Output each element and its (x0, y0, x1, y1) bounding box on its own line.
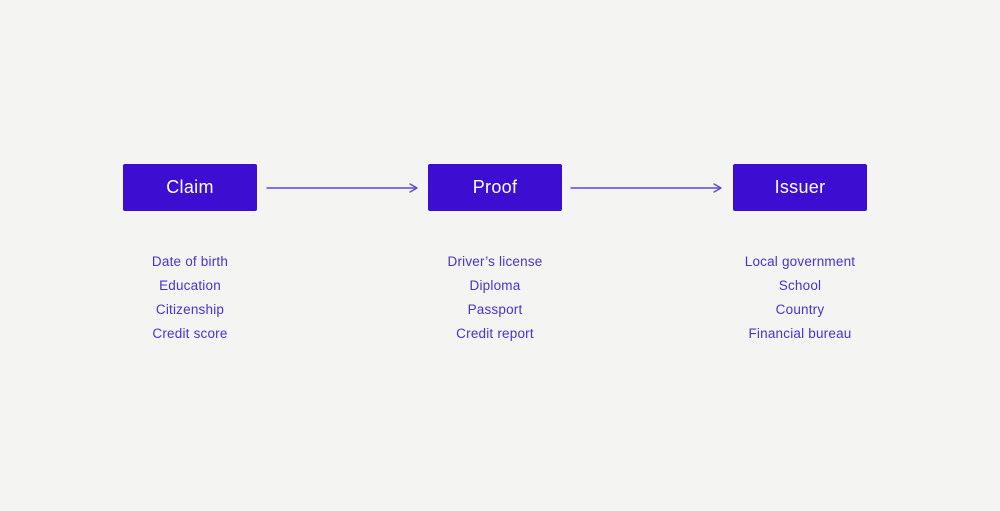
list-item: Financial bureau (748, 326, 852, 341)
list-item: Passport (467, 302, 523, 317)
issuer-examples-list: Local government School Country Financia… (680, 250, 920, 346)
list-item: Credit score (152, 326, 228, 341)
list-item: Date of birth (151, 254, 229, 269)
node-proof: Proof (428, 164, 562, 211)
node-proof-label: Proof (472, 177, 518, 197)
proof-examples-list: Driver’s license Diploma Passport Credit… (375, 250, 615, 346)
list-item: Local government (744, 254, 856, 269)
node-claim: Claim (123, 164, 257, 211)
node-issuer-label: Issuer (774, 177, 826, 197)
list-item: Credit report (456, 326, 534, 341)
claim-examples-list: Date of birth Education Citizenship Cred… (70, 250, 310, 346)
list-item: Citizenship (155, 302, 225, 317)
list-item: School (778, 278, 822, 293)
list-item: Education (159, 278, 221, 293)
list-item: Diploma (469, 278, 521, 293)
node-claim-label: Claim (166, 177, 214, 197)
arrow-claim-to-proof-icon (264, 181, 422, 195)
node-issuer: Issuer (733, 164, 867, 211)
list-item: Driver’s license (447, 254, 543, 269)
arrow-proof-to-issuer-icon (568, 181, 726, 195)
list-item: Country (775, 302, 825, 317)
